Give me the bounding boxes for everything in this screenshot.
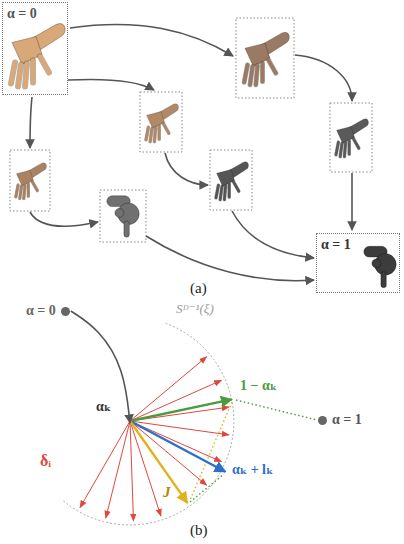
hand-render xyxy=(244,32,289,84)
point-text: α = 1 xyxy=(332,412,362,428)
morph-arrow xyxy=(146,236,314,281)
hand-render xyxy=(107,196,139,237)
point-text: αₖ xyxy=(96,399,130,415)
sphere-label: Sᴰ⁻¹(ξ) xyxy=(176,302,214,317)
morph-state-box: α = 0 xyxy=(2,2,68,95)
frame-box xyxy=(100,190,146,242)
point-text: α = 0 xyxy=(7,6,63,22)
direction-arrow xyxy=(106,421,130,518)
morph-arrow xyxy=(70,24,233,56)
point-label: α = 1 xyxy=(318,412,362,428)
sphere-arc xyxy=(63,323,234,525)
frame-box xyxy=(330,103,372,172)
vector-label: 1 − αₖ xyxy=(240,378,277,394)
vector-label: δᵢ xyxy=(40,452,51,470)
hand-render xyxy=(11,24,65,87)
frame-box xyxy=(210,150,252,210)
guide-line xyxy=(190,474,224,502)
point-label: α = 0 xyxy=(26,303,70,319)
frame-box xyxy=(236,18,294,98)
hand-render xyxy=(146,104,179,142)
frame-box xyxy=(140,92,182,152)
panel-label: (b) xyxy=(190,522,208,539)
hand-render xyxy=(364,246,396,287)
frame-boxes xyxy=(10,18,372,242)
vector-label: J xyxy=(163,484,171,501)
morph-state-box: α = 1 xyxy=(316,233,400,293)
hand-render xyxy=(16,163,47,199)
point-text: α = 0 xyxy=(26,303,56,319)
morph-arrow xyxy=(68,79,154,90)
direction-arrow xyxy=(80,421,130,508)
panel-label: (a) xyxy=(190,280,207,297)
morph-arrow xyxy=(232,211,314,258)
guide-line xyxy=(236,400,317,420)
point-label: αₖ xyxy=(96,399,130,423)
guide-lines xyxy=(190,400,317,502)
hand-render xyxy=(216,162,249,200)
morph-arrow xyxy=(30,97,32,148)
morph-arrow xyxy=(30,212,98,226)
step-vector xyxy=(130,421,225,472)
hand-render xyxy=(336,119,369,157)
morph-arrow xyxy=(295,55,352,101)
target-vector xyxy=(130,399,232,421)
morph-arrows xyxy=(30,24,352,280)
morph-arrow xyxy=(165,153,208,185)
trajectory-arrow xyxy=(71,311,130,423)
objective-vector xyxy=(130,421,187,503)
guide-line xyxy=(190,402,232,500)
morph-arrow xyxy=(351,173,353,230)
point-text: α = 1 xyxy=(321,237,395,253)
hand-renders xyxy=(11,24,396,288)
vector-label: αₖ + lₖ xyxy=(232,462,273,478)
point-dot xyxy=(318,416,327,425)
point-dot xyxy=(61,307,70,316)
direction-arrow xyxy=(130,421,134,521)
frame-box xyxy=(10,150,50,211)
sample-directions xyxy=(80,357,229,521)
